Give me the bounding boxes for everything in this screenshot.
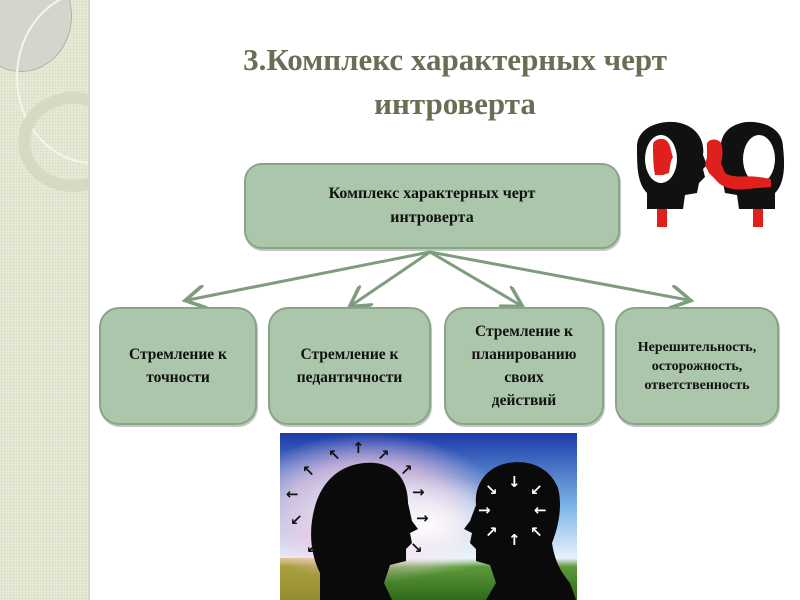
trait-text: Стремление к — [129, 346, 227, 363]
svg-text:↙: ↙ — [306, 539, 319, 557]
svg-text:↘: ↘ — [485, 481, 498, 499]
connector-arrow-3 — [429, 250, 520, 305]
trait-box-pedantry: Стремление к педантичности — [268, 307, 431, 425]
svg-text:↖: ↖ — [328, 446, 341, 464]
svg-text:↑: ↑ — [508, 531, 521, 549]
trait-box-precision: Стремление к точности — [99, 307, 257, 425]
trait-box-indecision: Нерешительность, осторожность, ответстве… — [615, 307, 779, 425]
trait-text: Нерешительность, — [637, 339, 757, 355]
trait-text: осторожность, — [651, 358, 743, 374]
trait-box-planning: Стремление к планированию своих действий — [444, 307, 604, 425]
slide-title: 3.Комплекс характерных черт интроверта — [200, 38, 710, 126]
trait-text: ответственность — [644, 377, 750, 393]
connector-arrow-2 — [352, 250, 431, 305]
svg-text:↗: ↗ — [400, 461, 413, 479]
trait-text: планированию — [471, 346, 577, 363]
heads-illustration-image — [637, 121, 785, 227]
svg-text:→: → — [416, 509, 429, 527]
svg-text:↗: ↗ — [377, 446, 390, 464]
decorative-side-strip — [0, 0, 90, 600]
connector-arrow-1 — [188, 250, 431, 300]
svg-text:↖: ↖ — [302, 462, 315, 480]
slide-title-line2: интроверта — [374, 86, 536, 121]
trait-text: точности — [146, 369, 210, 386]
svg-text:←: ← — [286, 485, 299, 503]
connector-arrow-4 — [429, 250, 688, 300]
svg-text:←: ← — [534, 501, 547, 519]
diagram-root-box: Комплекс характерных черт интроверта — [244, 163, 620, 249]
svg-text:↓: ↓ — [508, 473, 521, 491]
trait-text: действий — [491, 392, 557, 409]
trait-text: Стремление к — [300, 346, 399, 363]
trait-text: педантичности — [296, 369, 403, 386]
svg-text:→: → — [412, 483, 425, 501]
svg-text:→: → — [478, 501, 491, 519]
root-line1: Комплекс характерных черт — [328, 185, 536, 202]
trait-text: Стремление к — [475, 323, 573, 340]
svg-text:↙: ↙ — [290, 511, 303, 529]
svg-text:↖: ↖ — [530, 523, 543, 541]
svg-text:↑: ↑ — [352, 439, 365, 457]
introvert-extrovert-photo: ↑ ↖ ↗ ↖ ↗ ← → ↙ → ↙ ↘ ↓ ↘ ↙ → ← ↗ ↖ ↑ — [280, 433, 577, 600]
svg-text:↙: ↙ — [530, 481, 543, 499]
trait-text: своих — [504, 369, 544, 386]
svg-text:↘: ↘ — [410, 539, 423, 557]
slide-title-line1: 3.Комплекс характерных черт — [243, 42, 667, 77]
svg-text:↗: ↗ — [485, 523, 498, 541]
root-line2: интроверта — [390, 209, 474, 226]
